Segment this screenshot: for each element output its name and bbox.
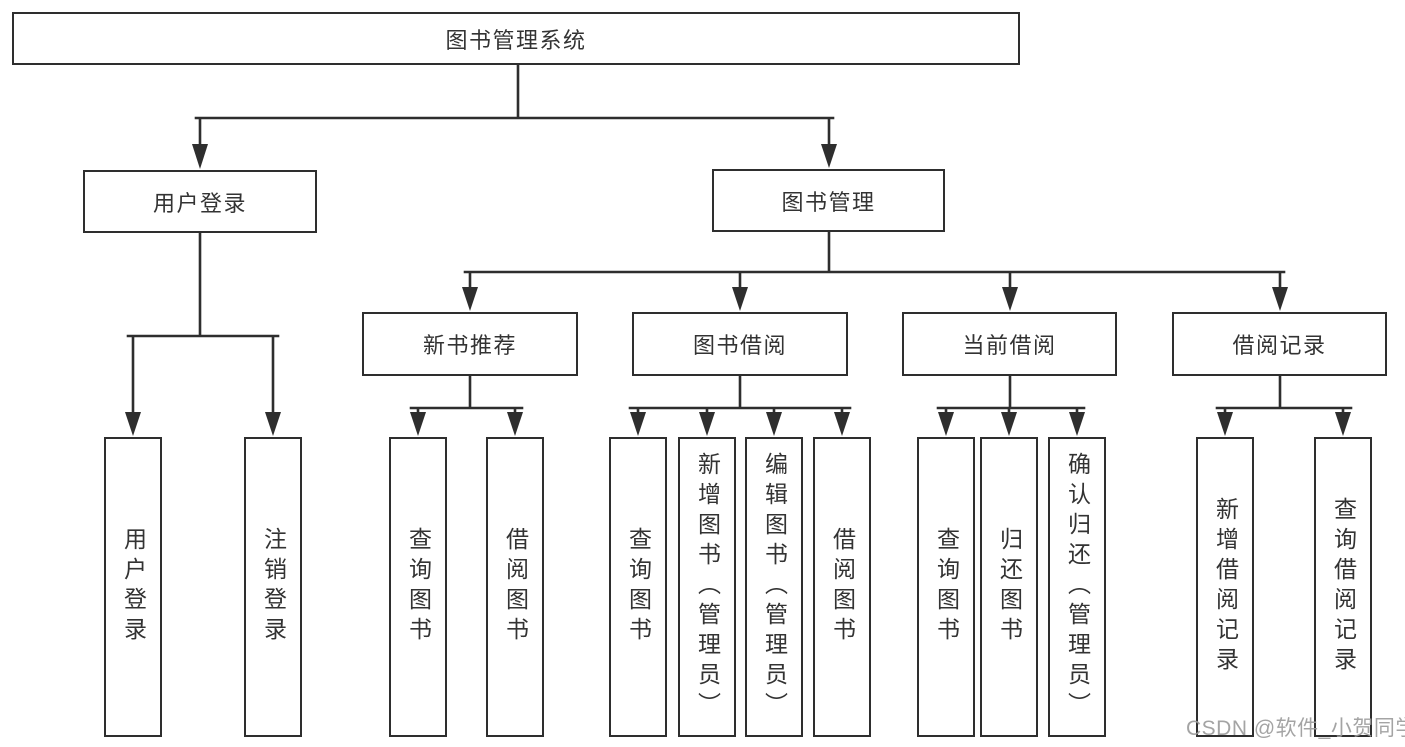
edge-root-children	[194, 63, 835, 149]
edge-user-login-children	[126, 231, 280, 416]
leaf-bb-borrow-books-label: 借阅图书	[829, 527, 856, 647]
node-new-book-recommend-label: 新书推荐	[422, 333, 517, 358]
edge-br-children	[1215, 374, 1353, 416]
leaf-logout: 注销登录	[244, 437, 302, 737]
leaf-cb-confirm-return-admin-label: 确认归还（管理员）	[1064, 452, 1091, 722]
node-book-borrowing: 图书借阅	[632, 312, 848, 376]
edge-bb-children	[628, 374, 852, 416]
node-borrowing-records: 借阅记录	[1172, 312, 1387, 376]
leaf-cb-return-books-label: 归还图书	[996, 527, 1023, 647]
node-library-management-system-label: 图书管理系统	[445, 27, 587, 53]
leaf-nbr-query-books: 查询图书	[389, 437, 447, 737]
edge-nbr-children	[409, 374, 524, 416]
arrowheads	[125, 144, 1351, 436]
leaf-bb-query-books-label: 查询图书	[625, 527, 652, 647]
leaf-bb-query-books: 查询图书	[609, 437, 667, 737]
leaf-nbr-borrow-books-label: 借阅图书	[502, 527, 529, 647]
node-borrowing-records-label: 借阅记录	[1232, 333, 1327, 358]
node-user-login: 用户登录	[83, 170, 317, 233]
node-library-management-system: 图书管理系统	[12, 12, 1020, 65]
leaf-br-query-record-label: 查询借阅记录	[1330, 497, 1357, 677]
node-book-management: 图书管理	[712, 169, 945, 232]
node-current-borrowing-label: 当前借阅	[962, 333, 1057, 358]
leaf-bb-add-books-admin: 新增图书（管理员）	[678, 437, 736, 737]
edge-cb-children	[936, 374, 1086, 416]
leaf-user-login-label: 用户登录	[120, 527, 147, 647]
leaf-bb-edit-books-admin: 编辑图书（管理员）	[745, 437, 803, 737]
leaf-br-add-record-label: 新增借阅记录	[1212, 497, 1239, 677]
csdn-watermark: CSDN @软件_小贺同学	[1186, 717, 1405, 740]
leaf-user-login: 用户登录	[104, 437, 162, 737]
edge-book-mgmt-children	[463, 230, 1286, 292]
leaf-cb-query-books-label: 查询图书	[933, 527, 960, 647]
node-book-borrowing-label: 图书借阅	[692, 333, 787, 358]
leaf-cb-confirm-return-admin: 确认归还（管理员）	[1048, 437, 1106, 737]
leaf-bb-add-books-admin-label: 新增图书（管理员）	[694, 452, 721, 722]
node-book-management-label: 图书管理	[781, 189, 876, 215]
leaf-bb-borrow-books: 借阅图书	[813, 437, 871, 737]
leaf-cb-return-books: 归还图书	[980, 437, 1038, 737]
node-new-book-recommend: 新书推荐	[362, 312, 578, 376]
leaf-logout-label: 注销登录	[260, 527, 287, 647]
leaf-nbr-query-books-label: 查询图书	[405, 527, 432, 647]
leaf-br-query-record: 查询借阅记录	[1314, 437, 1372, 737]
leaf-br-add-record: 新增借阅记录	[1196, 437, 1254, 737]
leaf-bb-edit-books-admin-label: 编辑图书（管理员）	[761, 452, 788, 722]
leaf-nbr-borrow-books: 借阅图书	[486, 437, 544, 737]
node-user-login-label: 用户登录	[152, 190, 247, 216]
node-current-borrowing: 当前借阅	[902, 312, 1117, 376]
leaf-cb-query-books: 查询图书	[917, 437, 975, 737]
